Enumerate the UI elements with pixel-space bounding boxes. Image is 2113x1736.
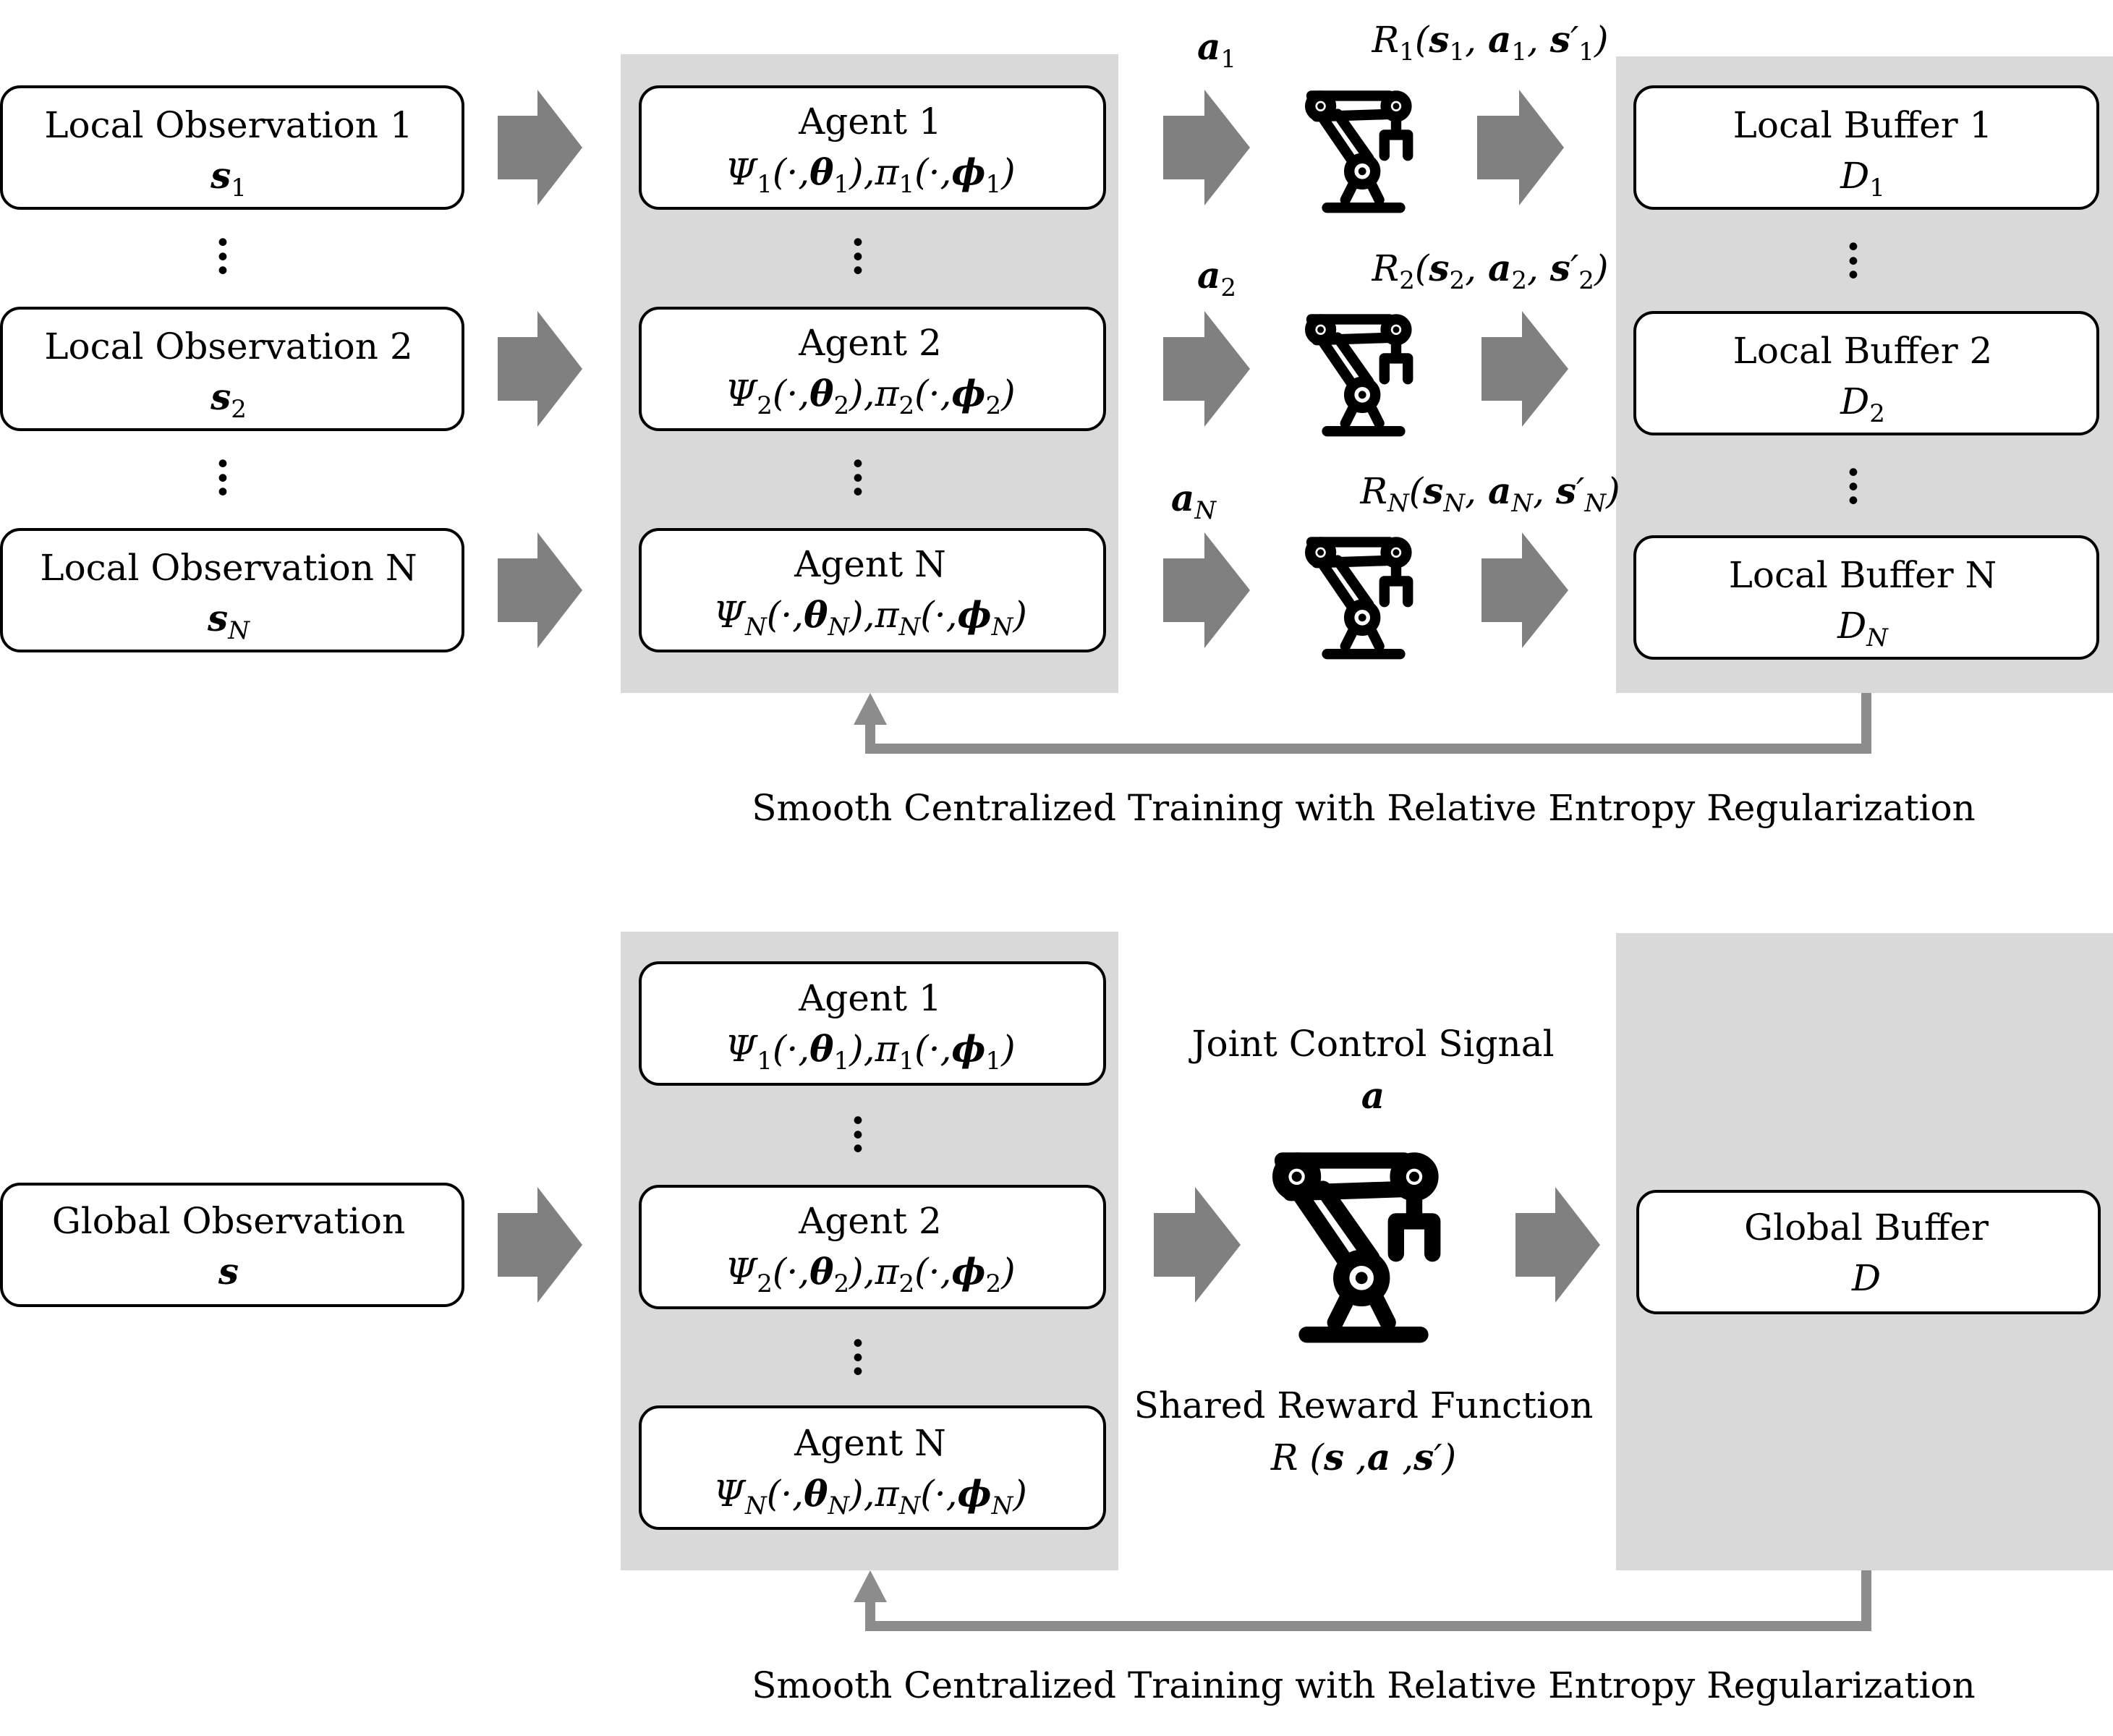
bottom-feedback-arrowhead bbox=[854, 1570, 887, 1602]
bottom-feedback-label: Smooth Centralized Training with Relativ… bbox=[752, 1664, 1976, 1706]
local-buffer-1-box bbox=[1633, 85, 2099, 210]
block-arrow-icon bbox=[1154, 1187, 1241, 1303]
ellipsis-icon: ··· bbox=[850, 1096, 866, 1174]
ellipsis-icon: ··· bbox=[215, 218, 231, 296]
ellipsis-icon: ··· bbox=[1845, 448, 1861, 526]
robot-arm-icon bbox=[1310, 319, 1408, 431]
bottom-agent-2-functions: Ψ2(·,θ2),π2(·,ϕ2) bbox=[725, 1250, 1016, 1298]
robot-arm-icon bbox=[1310, 542, 1408, 654]
top-agent-2-functions: Ψ2(·,θ2),π2(·,ϕ2) bbox=[725, 372, 1016, 420]
action-1-symbol: a1 bbox=[1196, 25, 1237, 74]
top-agent-n-label: Agent N bbox=[794, 543, 946, 585]
local-buffer-1-label: Local Buffer 1 bbox=[1733, 104, 1993, 146]
bottom-agent-n-label: Agent N bbox=[794, 1422, 946, 1464]
bottom-feedback-arrow bbox=[865, 1570, 1871, 1631]
local-observation-2-label: Local Observation 2 bbox=[44, 326, 413, 367]
top-agent-2-label: Agent 2 bbox=[799, 322, 942, 364]
top-agent-1-functions: Ψ1(·,θ1),π1(·,ϕ1) bbox=[725, 150, 1016, 199]
local-observation-1-label: Local Observation 1 bbox=[44, 104, 413, 146]
top-agent-2-box bbox=[639, 307, 1106, 431]
shared-reward-label: Shared Reward Function bbox=[1134, 1384, 1594, 1426]
block-arrow-icon bbox=[1477, 90, 1564, 205]
bottom-agent-1-functions: Ψ1(·,θ1),π1(·,ϕ1) bbox=[725, 1027, 1016, 1076]
local-buffer-2-label: Local Buffer 2 bbox=[1733, 330, 1993, 372]
block-arrow-icon bbox=[498, 311, 582, 427]
top-agent-n-box bbox=[639, 528, 1106, 652]
local-observation-1-box bbox=[0, 85, 464, 210]
top-agent-n-functions: ΨN(·,θN),πN(·,ϕN) bbox=[713, 593, 1027, 642]
local-observation-2-symbol: s2 bbox=[211, 375, 247, 424]
ellipsis-icon: ··· bbox=[850, 439, 866, 517]
ellipsis-icon: ··· bbox=[215, 439, 231, 517]
block-arrow-icon bbox=[1163, 90, 1250, 205]
block-arrow-icon bbox=[1481, 311, 1568, 427]
bottom-agent-n-box bbox=[639, 1405, 1106, 1530]
robot-arm-icon bbox=[1280, 1160, 1432, 1335]
bottom-agent-1-box bbox=[639, 961, 1106, 1086]
local-observation-2-box bbox=[0, 307, 464, 431]
action-n-symbol: aN bbox=[1170, 477, 1217, 525]
reward-2-formula: R2(s2, a2, s′2) bbox=[1372, 247, 1609, 295]
global-buffer-box bbox=[1636, 1190, 2101, 1314]
top-feedback-arrowhead bbox=[854, 693, 887, 725]
block-arrow-icon bbox=[1163, 532, 1250, 648]
bottom-agent-n-functions: ΨN(·,θN),πN(·,ϕN) bbox=[713, 1472, 1027, 1520]
global-buffer-label: Global Buffer bbox=[1744, 1207, 1989, 1248]
block-arrow-icon bbox=[498, 1187, 582, 1303]
reward-n-formula: RN(sN, aN, s′N) bbox=[1360, 469, 1620, 518]
top-agent-1-box bbox=[639, 85, 1106, 210]
bottom-agent-2-label: Agent 2 bbox=[799, 1200, 942, 1242]
bottom-agent-2-box bbox=[639, 1185, 1106, 1309]
local-buffer-2-symbol: D2 bbox=[1840, 380, 1885, 428]
local-buffer-n-box bbox=[1633, 535, 2099, 660]
local-observation-n-label: Local Observation N bbox=[40, 547, 417, 589]
local-observation-1-symbol: s1 bbox=[211, 154, 247, 203]
local-observation-n-box bbox=[0, 528, 464, 652]
joint-control-signal-label: Joint Control Signal bbox=[1191, 1023, 1555, 1065]
ellipsis-icon: ··· bbox=[850, 1319, 866, 1397]
local-buffer-2-box bbox=[1633, 311, 2099, 435]
top-feedback-arrow bbox=[865, 693, 1871, 754]
robot-arm-icon bbox=[1310, 95, 1408, 208]
top-feedback-label: Smooth Centralized Training with Relativ… bbox=[752, 787, 1976, 829]
reward-1-formula: R1(s1, a1, s′1) bbox=[1372, 18, 1609, 67]
action-2-symbol: a2 bbox=[1196, 254, 1237, 302]
block-arrow-icon bbox=[1163, 311, 1250, 427]
local-buffer-n-symbol: DN bbox=[1837, 605, 1888, 652]
ellipsis-icon: ··· bbox=[850, 218, 866, 296]
top-agent-1-label: Agent 1 bbox=[799, 101, 942, 142]
local-buffer-n-label: Local Buffer N bbox=[1728, 554, 1997, 596]
global-observation-label: Global Observation bbox=[51, 1200, 406, 1242]
shared-reward-formula: R (s ,a ,s′) bbox=[1270, 1436, 1457, 1478]
ellipsis-icon: ··· bbox=[1845, 222, 1861, 300]
block-arrow-icon bbox=[498, 532, 582, 648]
block-arrow-icon bbox=[1481, 532, 1568, 648]
joint-control-signal-symbol: a bbox=[1361, 1074, 1385, 1117]
block-arrow-icon bbox=[1515, 1187, 1600, 1303]
local-buffer-1-symbol: D1 bbox=[1840, 155, 1885, 203]
block-arrow-icon bbox=[498, 90, 582, 205]
global-observation-symbol: s bbox=[218, 1250, 239, 1293]
local-observation-n-symbol: sN bbox=[208, 597, 250, 645]
global-observation-box bbox=[0, 1183, 464, 1307]
global-buffer-symbol: D bbox=[1851, 1257, 1882, 1299]
bottom-agent-1-label: Agent 1 bbox=[799, 977, 942, 1019]
